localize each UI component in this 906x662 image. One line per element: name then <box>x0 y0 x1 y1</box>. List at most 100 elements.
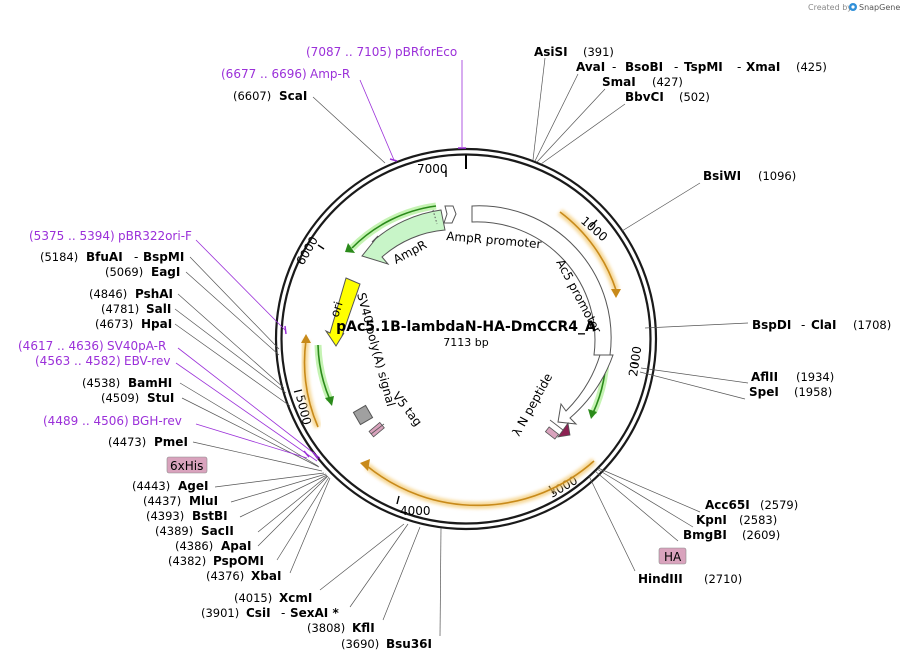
ampr-promoter-feature[interactable] <box>443 205 457 224</box>
enzyme-bmgbi[interactable]: BmgBI <box>683 528 727 542</box>
tick-mark-1000 <box>589 219 598 228</box>
his-tag-label: 6xHis <box>170 459 203 473</box>
lambda-feature[interactable] <box>549 419 571 438</box>
enzyme-bspdi[interactable]: BspDI <box>752 318 791 332</box>
credit-brand: SnapGene <box>859 3 900 12</box>
ha-tag-badge <box>658 547 687 565</box>
svg-text:-: - <box>801 318 805 332</box>
orf-arc-2 <box>366 460 595 507</box>
plasmid-length: 7113 bp <box>443 336 488 349</box>
enzyme-bsu36i[interactable]: Bsu36I <box>386 637 432 651</box>
svg-text:(2583): (2583) <box>739 513 777 527</box>
ac5-promoter-arrow <box>557 354 614 425</box>
enzyme-mlui[interactable]: MluI <box>189 494 218 508</box>
enzyme-smai[interactable]: SmaI <box>602 75 636 89</box>
enzyme-bamhi[interactable]: BamHI <box>128 376 172 390</box>
svg-text:(3901): (3901) <box>201 606 239 620</box>
enzyme-kpni[interactable]: KpnI <box>696 513 727 527</box>
v5-label: V5 tag <box>390 389 425 429</box>
svg-text:-: - <box>281 606 285 620</box>
primer-ebv[interactable]: EBV-rev <box>124 354 170 368</box>
orf-arc-green-left <box>317 344 331 401</box>
ori-label: ori <box>328 300 346 319</box>
svg-text:(4389): (4389) <box>155 524 193 538</box>
enzyme-bsobi[interactable]: BsoBI <box>625 60 663 74</box>
svg-text:(2609): (2609) <box>742 528 780 542</box>
enzyme-sali[interactable]: SalI <box>146 302 171 316</box>
ori-feature[interactable] <box>324 277 361 347</box>
enzyme-pmei[interactable]: PmeI <box>154 435 188 449</box>
ha-feature[interactable] <box>544 426 560 440</box>
primer-ebv-range: (4563 .. 4582) <box>35 354 121 368</box>
backbone-outer <box>274 147 658 531</box>
svg-text:(3808): (3808) <box>307 621 345 635</box>
svg-text:(4673): (4673) <box>95 317 133 331</box>
enzyme-hpai[interactable]: HpaI <box>141 317 172 331</box>
enzyme-spei[interactable]: SpeI <box>749 385 779 399</box>
enzyme-eagi[interactable]: EagI <box>151 265 180 279</box>
ampr-feature[interactable] <box>361 209 446 265</box>
svg-text:(4015): (4015) <box>234 591 272 605</box>
tick-label-7000: 7000 <box>417 162 448 176</box>
enzyme-bstbi[interactable]: BstBI <box>192 509 228 523</box>
snapgene-logo-icon <box>849 3 857 11</box>
svg-text:(502): (502) <box>679 90 710 104</box>
svg-text:(6607): (6607) <box>233 89 271 103</box>
enzyme-sexai[interactable]: SexAI * <box>290 606 339 620</box>
enzyme-pshai[interactable]: PshAI <box>135 287 173 301</box>
enzyme-clai[interactable]: ClaI <box>811 318 836 332</box>
svg-text:(391): (391) <box>583 45 614 59</box>
svg-text:(427): (427) <box>652 75 683 89</box>
primer-pbr322[interactable]: pBR322ori-F <box>118 229 192 243</box>
enzyme-scai[interactable]: ScaI <box>279 89 307 103</box>
enzyme-bbvci[interactable]: BbvCI <box>625 90 664 104</box>
enzyme-tspmi[interactable]: TspMI <box>684 60 723 74</box>
v5-feature[interactable] <box>352 404 374 426</box>
enzyme-csii[interactable]: CsiI <box>246 606 271 620</box>
svg-text:(1708): (1708) <box>853 318 891 332</box>
primer-pbrforeco[interactable]: pBRforEco <box>395 45 457 59</box>
enzyme-asisi[interactable]: AsiSI <box>534 45 568 59</box>
enzyme-apai[interactable]: ApaI <box>221 539 251 553</box>
svg-text:(2710): (2710) <box>704 572 742 586</box>
tick-label-2000: 2000 <box>626 345 644 377</box>
svg-text:(5069): (5069) <box>105 265 143 279</box>
enzyme-xbai[interactable]: XbaI <box>251 569 281 583</box>
tick-mark-6000 <box>317 244 325 250</box>
primer-bgh[interactable]: BGH-rev <box>132 414 182 428</box>
tick-mark-2000 <box>631 362 639 365</box>
tick-mark-5000 <box>293 389 303 393</box>
enzyme-bfuai[interactable]: BfuAI <box>86 250 123 264</box>
enzyme-acc65i[interactable]: Acc65I <box>705 498 750 512</box>
primer-ampr[interactable]: Amp-R <box>310 67 350 81</box>
enzyme-pspomi[interactable]: PspOMI <box>213 554 264 568</box>
orf-arcs <box>301 209 621 509</box>
enzyme-avai[interactable]: AvaI <box>576 60 605 74</box>
primer-bgh-range: (4489 .. 4506) <box>43 414 129 428</box>
svg-text:(4781): (4781) <box>101 302 139 316</box>
svg-text:(4386): (4386) <box>175 539 213 553</box>
primer-sv40pa[interactable]: SV40pA-R <box>107 339 166 353</box>
primers: (7087 .. 7105) pBRforEco (6677 .. 6696) … <box>18 45 457 428</box>
enzyme-kfli[interactable]: KflI <box>352 621 375 635</box>
svg-text:(4382): (4382) <box>168 554 206 568</box>
credit-prefix: Created by <box>808 3 852 12</box>
enzyme-xmai[interactable]: XmaI <box>746 60 780 74</box>
enzymes-top: AsiSI (391) AvaI - BsoBI - TspMI - XmaI … <box>40 45 891 651</box>
svg-text:-: - <box>134 250 138 264</box>
enzyme-hindiii[interactable]: HindIII <box>638 572 683 586</box>
enzyme-sacii[interactable]: SacII <box>201 524 234 538</box>
enzyme-xcmi[interactable]: XcmI <box>279 591 312 605</box>
enzyme-bspmi[interactable]: BspMI <box>143 250 184 264</box>
his-tag-badge <box>166 456 208 474</box>
svg-text:(4473): (4473) <box>108 435 146 449</box>
enzyme-stui[interactable]: StuI <box>147 391 174 405</box>
svg-text:(4437): (4437) <box>143 494 181 508</box>
enzyme-aflii[interactable]: AflII <box>751 370 778 384</box>
svg-text:-: - <box>612 60 616 74</box>
primer-sv40pa-range: (4617 .. 4636) <box>18 339 104 353</box>
enzyme-bsiwi[interactable]: BsiWI <box>703 169 741 183</box>
enzyme-agei[interactable]: AgeI <box>178 479 208 493</box>
primer-leaders <box>175 60 466 462</box>
